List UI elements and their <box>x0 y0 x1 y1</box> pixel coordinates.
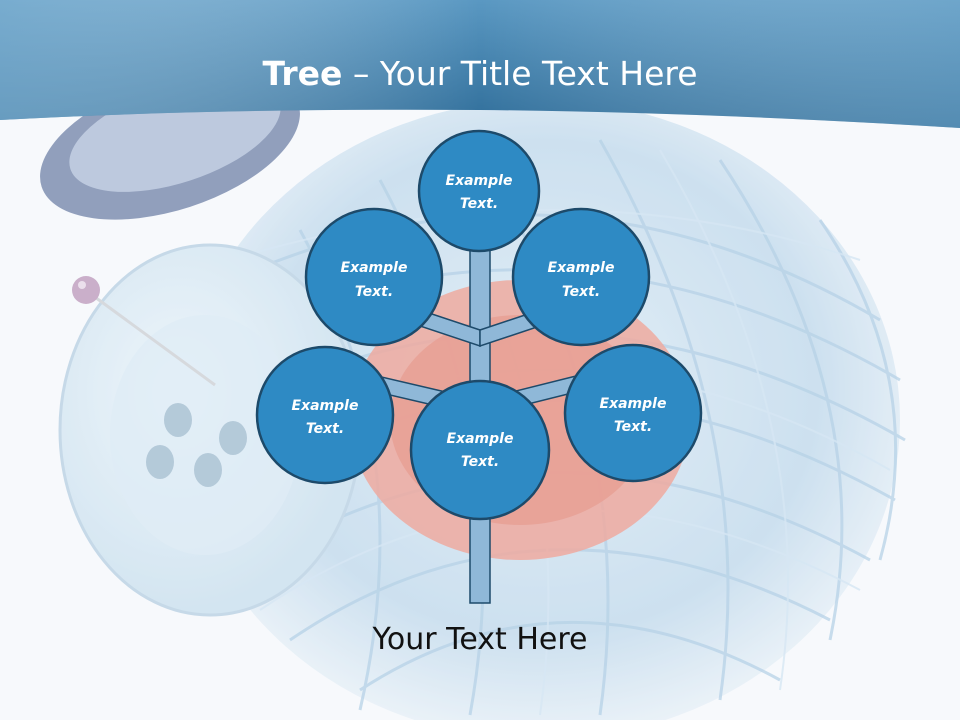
tree-node: Example Text. <box>563 343 703 483</box>
node-label-line1: Example <box>548 260 615 276</box>
tree-node: Example Text. <box>255 345 395 485</box>
node-label-line1: Example <box>292 398 359 414</box>
node-label-line1: Example <box>447 431 514 447</box>
node-label-line2: Text. <box>461 454 499 470</box>
pin-picture <box>72 276 216 387</box>
slide-title: Tree – Your Title Text Here <box>0 54 960 93</box>
node-label-line1: Example <box>341 260 408 276</box>
tree-node: Example Text. <box>511 207 651 347</box>
node-label-line2: Text. <box>306 421 344 437</box>
title-bold: Tree <box>262 54 343 93</box>
header-band <box>0 0 960 128</box>
light-button-picture <box>58 243 362 617</box>
node-label-line2: Text. <box>460 196 498 212</box>
node-label-line1: Example <box>600 396 667 412</box>
node-label-line1: Example <box>446 173 513 189</box>
node-label-line2: Text. <box>562 284 600 300</box>
node-label-line2: Text. <box>614 419 652 435</box>
title-rest: – Your Title Text Here <box>342 54 698 93</box>
tree-node: Example Text. <box>417 129 541 253</box>
node-label-line2: Text. <box>355 284 393 300</box>
tree-node: Example Text. <box>409 379 551 521</box>
footer-text: Your Text Here <box>372 622 588 657</box>
tree-node: Example Text. <box>304 207 444 347</box>
